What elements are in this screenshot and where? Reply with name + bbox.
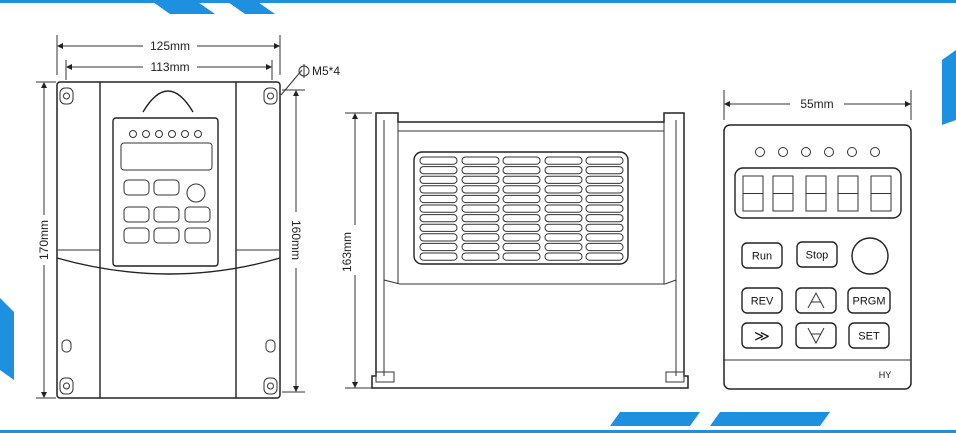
vent-slot	[544, 223, 583, 232]
vent-slot	[585, 166, 624, 175]
vent-slot	[461, 223, 500, 232]
set-button-label: SET	[858, 331, 880, 343]
vent-slot	[502, 166, 541, 175]
potentiometer-knob-icon[interactable]	[851, 237, 889, 275]
vent-slot	[502, 223, 541, 232]
vent-slot	[502, 204, 541, 213]
front-width-outer-label: 125mm	[150, 39, 190, 53]
vent-slot	[461, 185, 500, 194]
vent-slot	[419, 156, 458, 165]
corner-holes	[59, 87, 278, 395]
run-button-label: Run	[752, 251, 772, 263]
shift-button[interactable]: ≫	[741, 322, 783, 349]
stop-button[interactable]: Stop	[796, 241, 838, 268]
vent-slot	[461, 194, 500, 204]
stop-button-label: Stop	[806, 250, 829, 262]
prgm-button-label: PRGM	[853, 296, 886, 308]
vent-slot	[461, 166, 500, 175]
up-button[interactable]	[795, 287, 837, 314]
front-height-inner-label: 160mm	[289, 220, 303, 260]
vent-slot	[461, 204, 500, 213]
vent-slot	[585, 223, 624, 232]
vent-slot	[544, 175, 583, 184]
keypad-width-label: 55mm	[800, 97, 833, 111]
vent-slot	[502, 252, 541, 261]
vent-slot	[544, 166, 583, 175]
front-housing	[56, 81, 281, 399]
vent-slot	[419, 252, 458, 261]
vent-slot	[544, 185, 583, 194]
run-button[interactable]: Run	[741, 242, 783, 269]
rev-button[interactable]: REV	[741, 287, 783, 314]
shift-button-label: ≫	[754, 328, 770, 345]
side-view: 163mm	[340, 112, 689, 389]
vent-slot	[544, 252, 583, 261]
vent-slot	[502, 214, 541, 223]
vent-slot	[502, 233, 541, 242]
vent-slot	[502, 194, 541, 204]
vent-slot	[544, 214, 583, 223]
side-height-label: 163mm	[340, 232, 354, 272]
vent-slot	[461, 175, 500, 184]
set-button[interactable]: SET	[848, 322, 890, 349]
mounting-hole-label: M5*4	[312, 64, 340, 78]
vent-slot	[544, 156, 583, 165]
front-keypad	[112, 117, 219, 267]
vent-slot	[461, 233, 500, 242]
vent-slot	[502, 242, 541, 252]
vent-slot	[502, 185, 541, 194]
vent-slot	[419, 233, 458, 242]
vent-slot	[585, 185, 624, 194]
vent-slot	[585, 194, 624, 204]
vent-slot	[502, 175, 541, 184]
vent-slot	[502, 156, 541, 165]
vent-slot	[419, 242, 458, 252]
vent-slot	[461, 214, 500, 223]
vent-slot	[419, 185, 458, 194]
down-arrow-icon	[807, 327, 825, 345]
vent-slot	[585, 252, 624, 261]
vent-slot	[419, 214, 458, 223]
vent-slot	[585, 156, 624, 165]
prgm-button[interactable]: PRGM	[847, 287, 891, 314]
vent-slot	[585, 233, 624, 242]
status-leds	[755, 147, 880, 157]
brand-label: HY	[879, 370, 892, 380]
vent-slot	[585, 214, 624, 223]
up-arrow-icon	[807, 291, 825, 309]
vent-slot	[419, 166, 458, 175]
down-button[interactable]	[795, 322, 837, 349]
rev-button-label: REV	[751, 296, 774, 308]
vent-slot	[419, 204, 458, 213]
vent-slot	[585, 175, 624, 184]
vent-slot	[544, 204, 583, 213]
front-height-outer-label: 170mm	[37, 220, 51, 260]
display-digits	[742, 175, 892, 212]
vent-slot	[419, 175, 458, 184]
vent-slot	[544, 194, 583, 204]
vent-slot	[419, 223, 458, 232]
vent-slots	[419, 156, 624, 261]
vent-slot	[544, 242, 583, 252]
side-vent-panel	[413, 151, 629, 265]
vent-slot	[461, 252, 500, 261]
seven-segment-display	[734, 167, 902, 219]
vent-slot	[585, 242, 624, 252]
vent-slot	[461, 242, 500, 252]
front-view: 125mm 113mm 170mm 160mm M5*4	[36, 35, 340, 399]
front-width-inner-label: 113mm	[150, 60, 189, 74]
vent-slot	[419, 194, 458, 204]
vent-slot	[544, 233, 583, 242]
vent-slot	[585, 204, 624, 213]
vent-slot	[461, 156, 500, 165]
keypad-view: 55mm HY Run Stop	[723, 90, 912, 390]
